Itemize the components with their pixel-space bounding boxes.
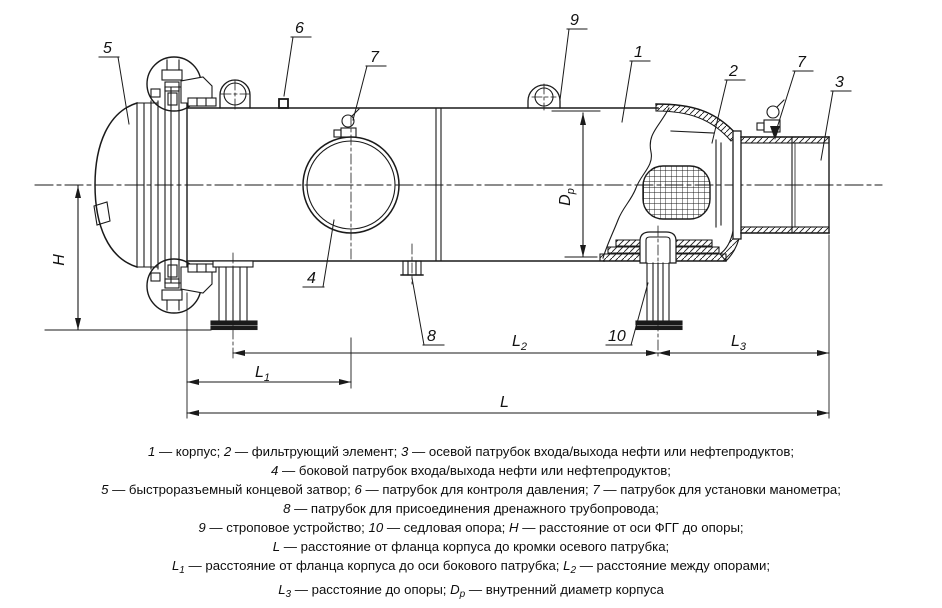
callout-10-label: 10 bbox=[608, 328, 626, 345]
legend-line-2: 4 — боковой патрубок входа/выхода нефти … bbox=[271, 463, 671, 478]
callout-2 bbox=[711, 79, 746, 144]
callout-8-label: 8 bbox=[427, 328, 436, 345]
saddle-support-left bbox=[210, 252, 258, 360]
dimension-extension-lines bbox=[186, 234, 830, 419]
callout-8 bbox=[411, 277, 445, 346]
callout-7a-label: 7 bbox=[370, 49, 380, 66]
callout-3 bbox=[820, 90, 852, 161]
cutaway-break-line bbox=[602, 107, 670, 259]
dim-Dp-label: Dp bbox=[557, 188, 577, 206]
axial-nozzle bbox=[732, 130, 830, 240]
dim-L2-label: L2 bbox=[512, 333, 527, 353]
callout-9 bbox=[559, 28, 588, 101]
closure-latch-bottom bbox=[180, 263, 217, 294]
tube-sheet bbox=[670, 130, 722, 228]
top-shoulder-wall bbox=[655, 103, 738, 142]
elliptical-head bbox=[93, 100, 159, 270]
callout-5 bbox=[98, 56, 130, 125]
legend-line-7: L1 — расстояние от фланца корпуса до оси… bbox=[171, 558, 771, 576]
callout-5-label: 5 bbox=[103, 40, 112, 57]
shell-weld-seam bbox=[435, 107, 442, 262]
callout-4 bbox=[302, 219, 335, 288]
vessel-drawing: 5 6 7 9 1 2 7 3 4 8 10 H Dp L1 L2 L3 L bbox=[34, 12, 883, 419]
callout-6 bbox=[283, 36, 312, 97]
callout-10 bbox=[605, 282, 649, 346]
legend: 1 — корпус; 2 — фильтрующий элемент; 3 —… bbox=[0, 442, 942, 604]
strop-lug bbox=[527, 83, 561, 111]
dim-H-label: H bbox=[51, 254, 68, 266]
pressure-control-nozzle bbox=[278, 98, 289, 109]
drain-nozzle bbox=[400, 243, 424, 285]
legend-line-6: L — расстояние от фланца корпуса до кром… bbox=[272, 539, 670, 554]
dim-L3-label: L3 bbox=[731, 333, 747, 353]
legend-line-8: L3 — расстояние до опоры; Dp — внутренни… bbox=[278, 582, 664, 600]
callout-6-label: 6 bbox=[295, 20, 304, 37]
lifting-lug-left bbox=[219, 79, 251, 111]
callout-1-label: 1 bbox=[634, 44, 643, 61]
callout-9-label: 9 bbox=[570, 12, 579, 29]
callout-7b-label: 7 bbox=[797, 54, 807, 71]
callout-3-label: 3 bbox=[835, 74, 844, 91]
dimension-Dp bbox=[551, 110, 601, 258]
callout-leaders bbox=[98, 28, 852, 346]
callout-1 bbox=[621, 60, 651, 123]
callout-7a bbox=[352, 65, 387, 121]
head-bracket bbox=[93, 201, 111, 226]
dim-L-label: L bbox=[500, 394, 509, 411]
side-nozzle bbox=[302, 115, 400, 389]
callout-7b bbox=[776, 70, 814, 129]
shell-body bbox=[186, 107, 659, 262]
dim-L1-label: L1 bbox=[255, 364, 270, 384]
legend-line-4: 8 — патрубок для присоединения дренажног… bbox=[283, 501, 659, 516]
callout-4-label: 4 bbox=[307, 270, 316, 287]
callout-2-label: 2 bbox=[728, 63, 738, 80]
saddle-support-right bbox=[635, 225, 683, 360]
legend-line-1: 1 — корпус; 2 — фильтрующий элемент; 3 —… bbox=[147, 444, 795, 459]
closure-latch-top bbox=[180, 76, 217, 107]
manometer-fitting-axial bbox=[756, 99, 785, 140]
closure-hinge-top bbox=[146, 56, 202, 112]
legend-line-3: 5 — быстроразъемный концевой затвор; 6 —… bbox=[101, 482, 841, 497]
dimension-H bbox=[44, 185, 212, 331]
filter-element-mesh bbox=[642, 165, 711, 220]
manometer-fitting-side bbox=[333, 108, 360, 138]
legend-line-5: 9 — строповое устройство; 10 — седловая … bbox=[198, 520, 744, 535]
